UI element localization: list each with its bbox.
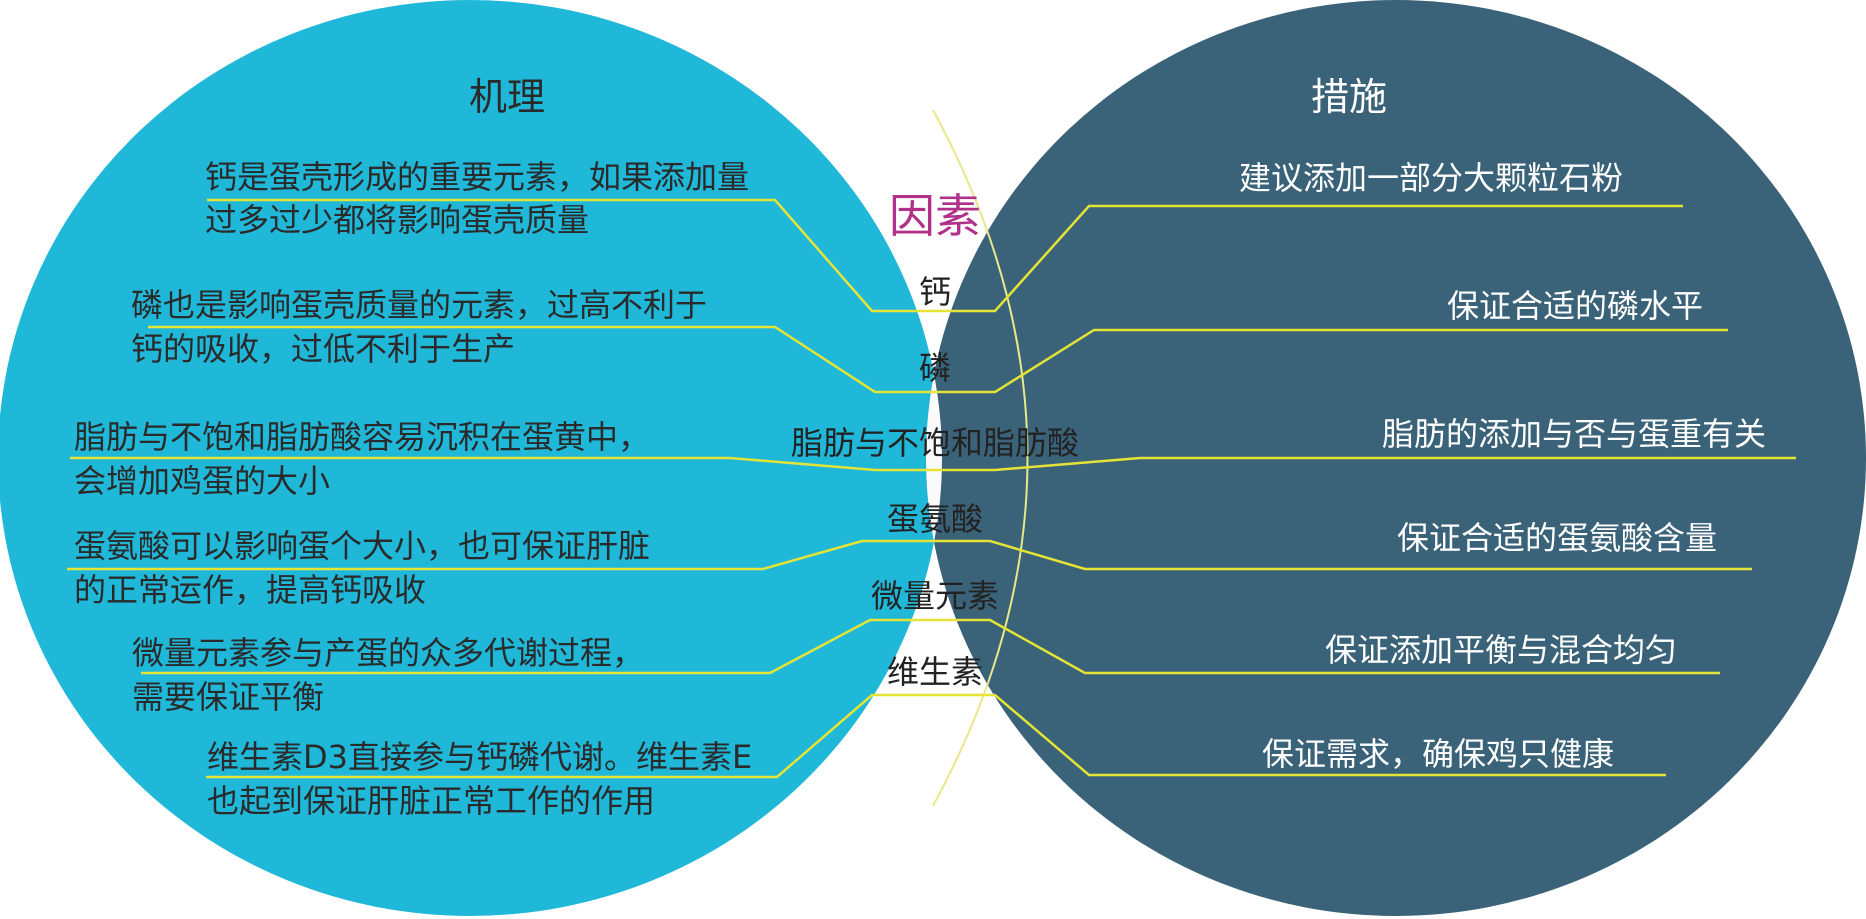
mechanism-vitamins-line2: 也起到保证肝脏正常工作的作用	[207, 782, 655, 820]
factor-calcium: 钙	[919, 273, 951, 311]
factor-fat: 脂肪与不饱和脂肪酸	[791, 424, 1079, 462]
measure-list: 建议添加一部分大颗粒石粉 保证合适的磷水平 脂肪的添加与否与蛋重有关 保证合适的…	[1239, 159, 1766, 773]
factor-heading: 因素	[889, 189, 981, 243]
mechanism-list: 钙是蛋壳形成的重要元素，如果添加量 过多过少都将影响蛋壳质量 磷也是影响蛋壳质量…	[74, 158, 752, 820]
connector-vitamins	[206, 693, 1666, 779]
connector-trace-elements	[141, 618, 1720, 675]
measure-methionine: 保证合适的蛋氨酸含量	[1397, 519, 1717, 557]
connector-lines	[67, 198, 1796, 779]
mechanism-calcium-line1: 钙是蛋壳形成的重要元素，如果添加量	[205, 158, 749, 196]
connector-methionine	[67, 539, 1752, 571]
connector-calcium-left	[207, 198, 1683, 313]
connector-phosphorus	[148, 325, 1728, 394]
measure-heading: 措施	[1311, 75, 1387, 119]
mechanism-phosphorus-line2: 钙的吸收，过低不利于生产	[131, 330, 515, 368]
mechanism-fat-line2: 会增加鸡蛋的大小	[74, 462, 330, 500]
factor-phosphorus: 磷	[919, 349, 951, 387]
mechanism-phosphorus-line1: 磷也是影响蛋壳质量的元素，过高不利于	[131, 286, 707, 324]
measure-calcium: 建议添加一部分大颗粒石粉	[1239, 159, 1623, 197]
mechanism-fat-line1: 脂肪与不饱和脂肪酸容易沉积在蛋黄中，	[74, 418, 650, 456]
mechanism-calcium-line2: 过多过少都将影响蛋壳质量	[205, 201, 589, 239]
factor-methionine: 蛋氨酸	[887, 500, 983, 538]
measure-vitamins: 保证需求，确保鸡只健康	[1262, 735, 1614, 773]
connector-fat	[70, 456, 1796, 472]
measure-fat: 脂肪的添加与否与蛋重有关	[1382, 415, 1766, 453]
mechanism-heading: 机理	[469, 75, 545, 119]
measure-phosphorus: 保证合适的磷水平	[1447, 287, 1703, 325]
overlap-outline	[932, 109, 1029, 807]
mechanism-methionine-line2: 的正常运作，提高钙吸收	[74, 571, 426, 609]
mechanism-vitamins-line1: 维生素D3直接参与钙磷代谢。维生素E	[207, 738, 752, 776]
factor-trace-elements: 微量元素	[871, 577, 999, 615]
factor-vitamins: 维生素	[887, 653, 983, 691]
measure-trace-elements: 保证添加平衡与混合均匀	[1325, 631, 1677, 669]
factor-list: 钙 磷 脂肪与不饱和脂肪酸 蛋氨酸 微量元素 维生素	[791, 273, 1079, 691]
mechanism-methionine-line1: 蛋氨酸可以影响蛋个大小，也可保证肝脏	[74, 527, 650, 565]
mechanism-trace-line1: 微量元素参与产蛋的众多代谢过程，	[132, 634, 644, 672]
mechanism-trace-line2: 需要保证平衡	[132, 678, 324, 716]
